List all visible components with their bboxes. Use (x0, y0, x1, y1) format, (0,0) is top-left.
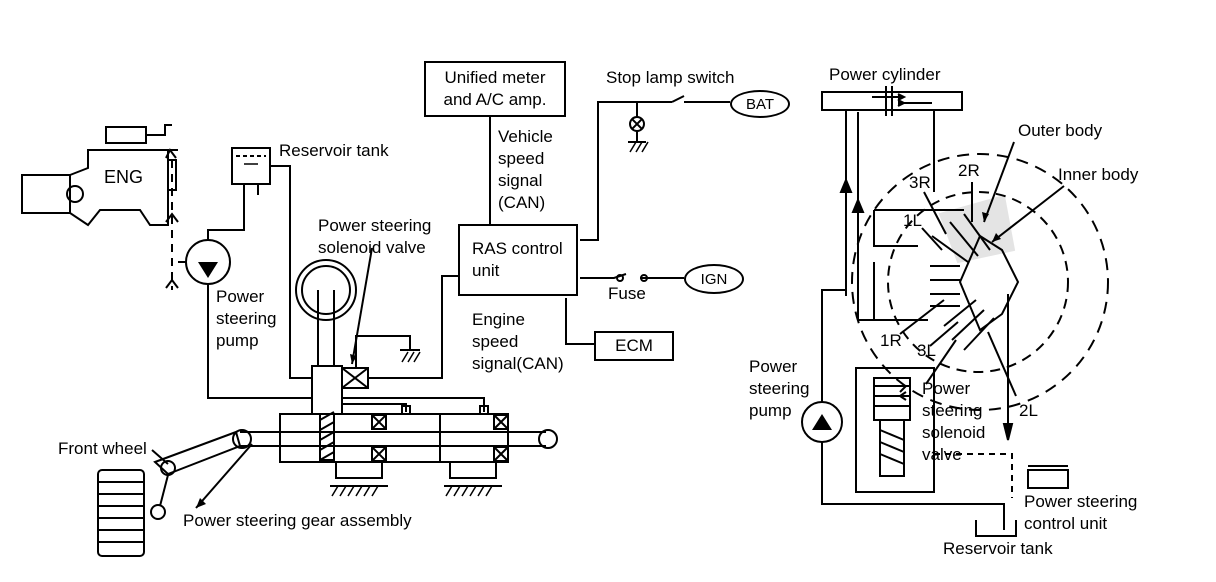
outer-body-label: Outer body (1018, 121, 1103, 140)
port-1r-label: 1R (880, 331, 902, 350)
reservoir-tank-label: Reservoir tank (279, 141, 389, 160)
fuse-label: Fuse (608, 284, 646, 303)
ps-control-unit-label: Power steering control unit (1024, 492, 1138, 533)
port-1l-label: 1L (903, 211, 922, 230)
reservoir-tank-right-label: Reservoir tank (943, 539, 1053, 558)
port-3l-label: 3L (917, 341, 936, 360)
port-3r-label: 3R (909, 173, 931, 192)
vehicle-speed-signal-label: Vehicle speed signal (CAN) (498, 127, 553, 212)
unified-meter-box: Unified meter and A/C amp. (424, 61, 566, 117)
engine-speed-signal-label: Engine speed signal(CAN) (472, 310, 564, 373)
ps-solenoid-valve-right-label: Power steering solenoid valve (922, 379, 986, 464)
bat-oval: BAT (730, 90, 790, 118)
ras-control-unit-box: RAS control unit (458, 224, 578, 296)
ps-gear-assembly-label: Power steering gear assembly (183, 511, 412, 530)
port-2r-label: 2R (958, 161, 980, 180)
front-wheel-label: Front wheel (58, 439, 147, 458)
ps-pump-label: Power steering pump (216, 287, 277, 350)
ps-pump-right-label: Power steering pump (749, 357, 810, 420)
ign-oval: IGN (684, 264, 744, 294)
inner-body-label: Inner body (1058, 165, 1139, 184)
power-cylinder-label: Power cylinder (829, 65, 941, 84)
stop-lamp-switch-label: Stop lamp switch (606, 68, 735, 87)
port-2l-label: 2L (1019, 401, 1038, 420)
ecm-box: ECM (594, 331, 674, 361)
ps-solenoid-valve-label: Power steering solenoid valve (318, 216, 432, 257)
engine-illustration (21, 124, 177, 227)
eng-label: ENG (104, 167, 144, 187)
